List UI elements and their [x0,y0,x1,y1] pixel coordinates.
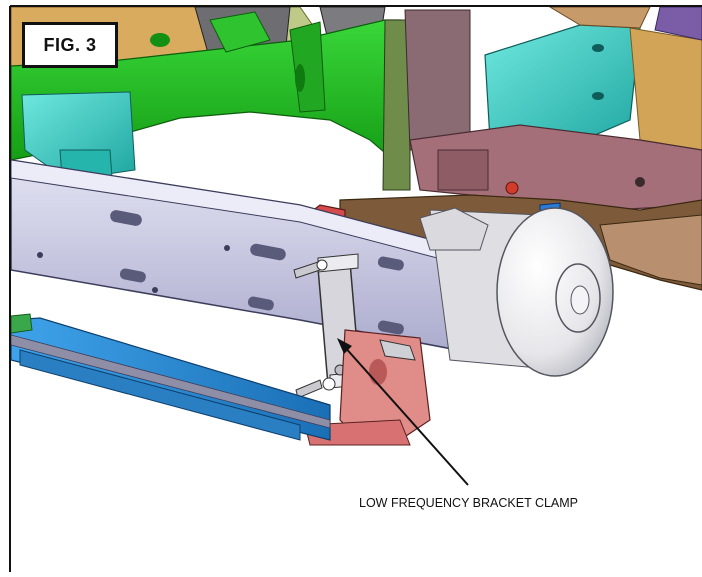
tank-end-ring [555,263,601,333]
bumper-hole-b [152,287,158,293]
figure-label: FIG. 3 [22,22,118,68]
purple-part-corner [654,7,702,41]
bumper-hole-c [224,245,230,251]
cyan-hole-a [592,44,604,52]
blue-rail-stripe [11,334,331,429]
bumper-slot-2 [250,243,286,261]
tan-top-strip [549,7,651,29]
blue-rail-lower [19,349,301,441]
tank-strap-mount [419,207,489,251]
olive-post [382,19,411,191]
lower-bolt [295,379,323,399]
green-rail-end [11,313,33,334]
callout-arrowhead [337,338,352,354]
upper-washer [316,259,328,271]
bumper-slot-6 [377,320,404,335]
green-frame-hole [150,33,170,47]
bumper-slot-3 [119,268,146,283]
callout-label: LOW FREQUENCY BRACKET CLAMP [359,496,579,510]
brown-rail-end [599,214,702,286]
mauve-upper-bracket [404,9,471,151]
pink-bracket-hole [369,359,387,385]
tank-lower-mount [379,339,416,361]
callout-leader-line [342,344,469,486]
bumper-slot-4 [247,296,274,311]
tank-fitting [570,285,590,315]
green-frame-slot [295,64,305,92]
red-bolt [505,181,519,195]
lower-washer [322,377,336,391]
mauve-hole [635,177,645,187]
cyan-hole-b [592,92,604,100]
white-air-tank [496,207,614,377]
mauve-bracket-block [437,149,489,191]
bumper-slot-5 [377,256,404,271]
pink-bracket-foot [304,419,411,446]
bumper-hole-a [37,252,43,258]
bumper-slot-1 [110,210,142,226]
green-frame-bracket [209,11,271,53]
tan-frame-right [629,27,702,151]
